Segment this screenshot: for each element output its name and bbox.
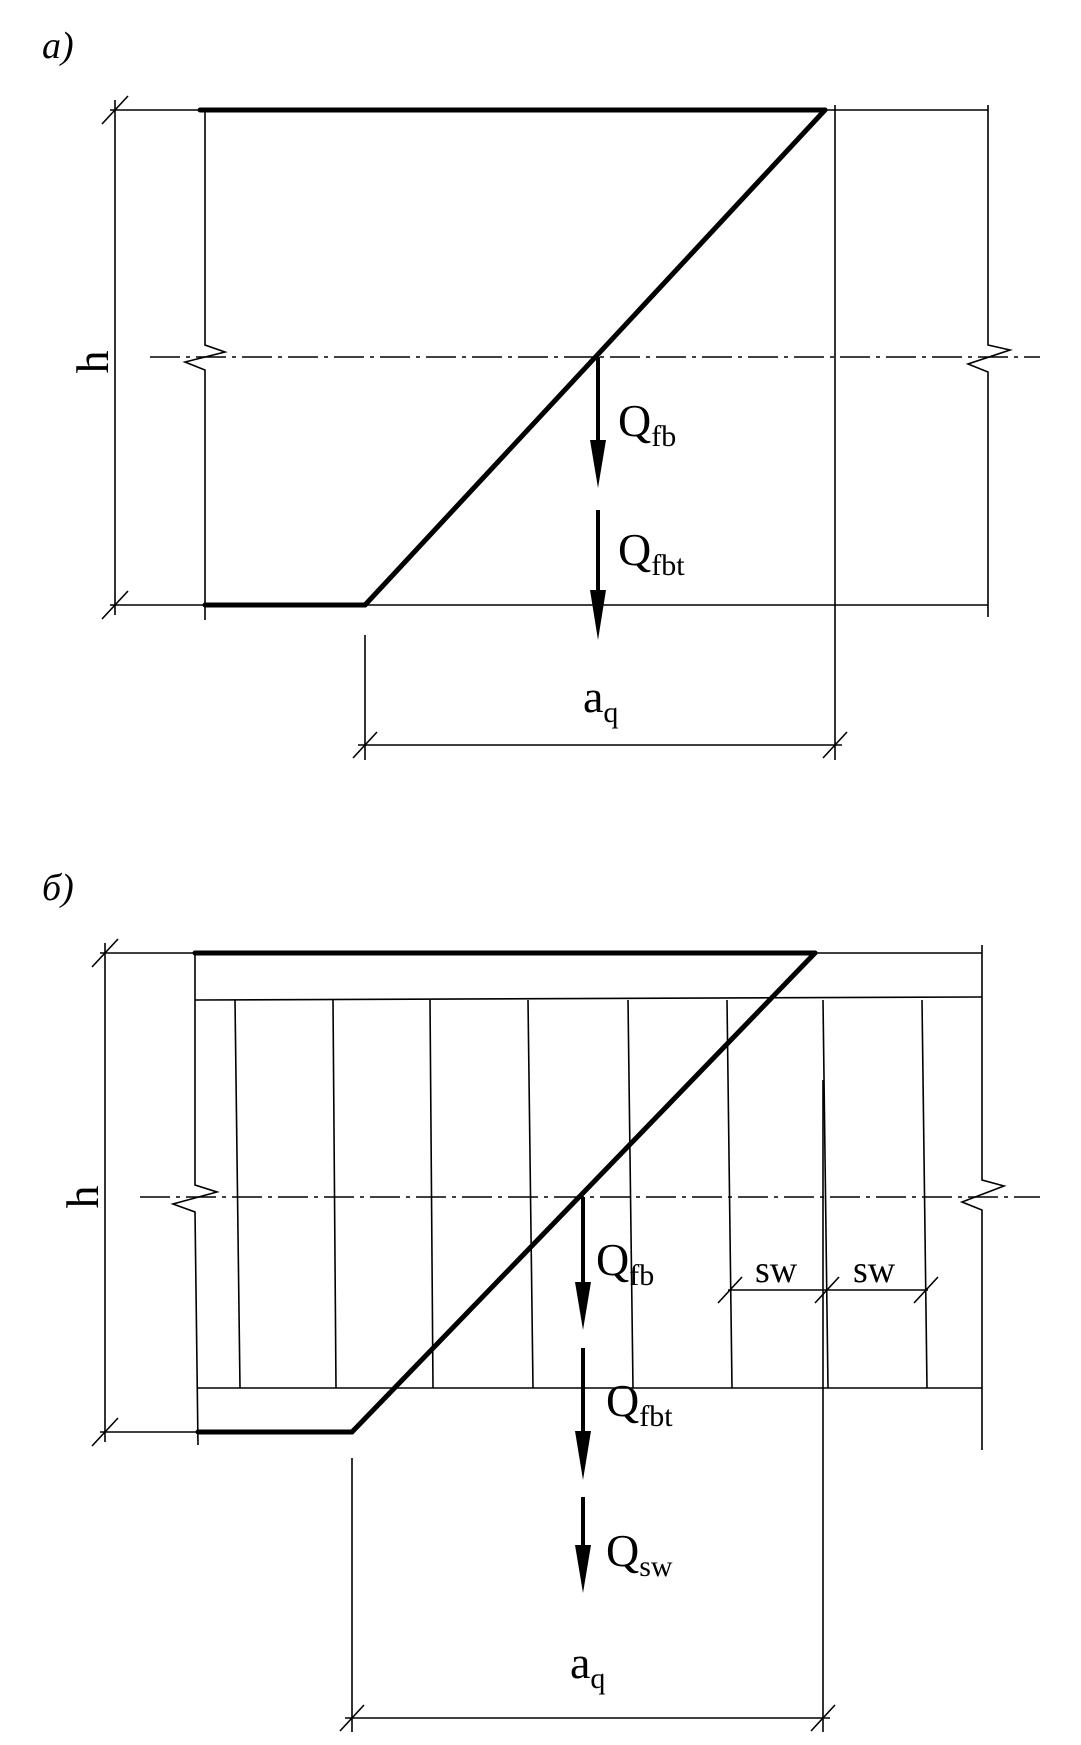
stirrup: [527, 999, 534, 1389]
h-tick-bottom: [91, 1417, 119, 1447]
panel-a-label: а): [42, 25, 74, 67]
aq-tick-right: [810, 1704, 836, 1732]
panel-b-label: б): [42, 867, 74, 909]
force-sw-arrowhead: [575, 1545, 591, 1593]
force-fb-arrowhead: [575, 1282, 591, 1330]
force-fb-label: Qfb: [618, 395, 676, 453]
force-fb-label: Qfb: [596, 1234, 654, 1292]
aq-label: aq: [570, 1637, 605, 1695]
stirrup: [726, 999, 733, 1389]
stirrup: [332, 999, 337, 1389]
aq-tick-left: [352, 731, 378, 759]
force-sw-label: Qsw: [606, 1525, 673, 1583]
stirrup: [429, 999, 434, 1389]
right-break-line: [959, 945, 1007, 1450]
h-label: h: [57, 1186, 108, 1209]
h-label: h: [67, 351, 118, 374]
h-tick-top: [91, 938, 119, 968]
inclined-crack-line: [349, 950, 818, 1435]
left-break-line: [170, 953, 220, 1446]
left-break-line: [182, 110, 228, 620]
stirrup: [822, 999, 829, 1389]
inclined-crack-line: [362, 107, 828, 608]
stirrup: [234, 999, 241, 1389]
h-tick-top: [101, 95, 129, 125]
sw-label-1: sw: [755, 1249, 798, 1291]
top-flange-inner-line: [194, 996, 983, 1001]
force-fbt-label: Qfbt: [618, 524, 685, 582]
sw-tick-2: [814, 1276, 840, 1304]
force-fbt-arrowhead: [575, 1431, 591, 1480]
sw-tick-3: [913, 1276, 939, 1304]
stirrup: [627, 999, 634, 1389]
sw-tick-1: [717, 1276, 743, 1304]
sw-label-2: sw: [853, 1249, 896, 1291]
panel-a: а) h Qfb Qfbt aq: [42, 25, 1040, 760]
right-break-line: [965, 105, 1013, 617]
aq-tick-left: [339, 1704, 365, 1732]
stirrup: [921, 999, 928, 1389]
h-tick-bottom: [101, 590, 129, 620]
force-fbt-arrowhead: [590, 590, 606, 640]
stirrups: [234, 999, 928, 1389]
force-fbt-label: Qfbt: [606, 1375, 673, 1433]
panel-b: б): [42, 867, 1040, 1732]
aq-label: aq: [583, 671, 618, 729]
force-fb-arrowhead: [590, 440, 606, 488]
aq-tick-right: [822, 731, 848, 759]
